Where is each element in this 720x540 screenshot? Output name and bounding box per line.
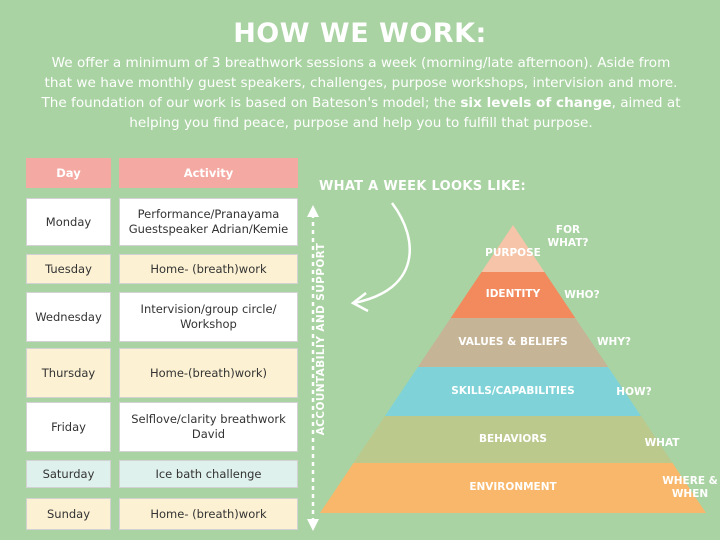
activity-cell: Intervision/group circle/ Workshop [119, 292, 298, 342]
activity-cell: Ice bath challenge [119, 460, 298, 488]
activity-cell: Selflove/clarity breathwork David [119, 402, 298, 452]
pyramid-level-label: IDENTITY [485, 288, 541, 300]
activity-cell: Home- (breath)work [119, 254, 298, 284]
intro-text: We offer a minimum of 3 breathwork sessi… [41, 55, 678, 111]
pyramid-level [450, 272, 576, 318]
day-cell: Tuesday [26, 254, 111, 284]
activity-column-header: Activity [119, 158, 298, 188]
pyramid-question-label: WHY? [596, 336, 632, 348]
pyramid-level-label: ENVIRONMENT [469, 481, 557, 493]
activity-cell: Home-(breath)work) [119, 348, 298, 398]
day-column-header: Day [26, 158, 111, 188]
day-cell: Monday [26, 198, 111, 246]
page-title: HOW WE WORK: [233, 18, 487, 49]
intro-paragraph: We offer a minimum of 3 breathwork sessi… [36, 53, 686, 133]
day-cell: Thursday [26, 348, 111, 398]
pyramid-level [385, 367, 641, 416]
pyramid-level [320, 463, 706, 513]
activity-cell: Performance/Pranayama Guestspeaker Adria… [119, 198, 298, 246]
day-cell: Saturday [26, 460, 111, 488]
pyramid-level [417, 318, 609, 367]
activity-cell: Home- (breath)work [119, 498, 298, 530]
arrow-up-head-icon [307, 205, 319, 217]
pyramid-question-label: WHAT [644, 437, 680, 449]
pyramid-level [353, 416, 673, 463]
day-cell: Sunday [26, 498, 111, 530]
curved-arrow-head-icon [350, 292, 369, 313]
week-title: WHAT A WEEK LOOKS LIKE: [319, 179, 527, 194]
pyramid-question-label: WHO? [564, 289, 600, 301]
intro-bold-text: six levels of change [460, 95, 612, 111]
pyramid-level-label: VALUES & BELIEFS [458, 335, 568, 348]
day-cell: Friday [26, 402, 111, 452]
intro-end-text: , aimed at helping you find peace, purpo… [129, 95, 681, 131]
pyramid-question-label: HOW? [616, 386, 652, 398]
pyramid-question-label: FOR WHAT? [547, 224, 589, 249]
pyramid-question-label: WHERE & WHEN [662, 475, 718, 500]
arrow-down-head-icon [307, 519, 319, 531]
pyramid-level [481, 225, 545, 272]
curved-arrow-icon [353, 202, 411, 305]
pyramid-level-label: PURPOSE [485, 246, 541, 259]
pyramid-level-label: SKILLS/CAPABILITIES [451, 384, 575, 397]
day-cell: Wednesday [26, 292, 111, 342]
pyramid-level-label: BEHAVIORS [479, 432, 547, 445]
